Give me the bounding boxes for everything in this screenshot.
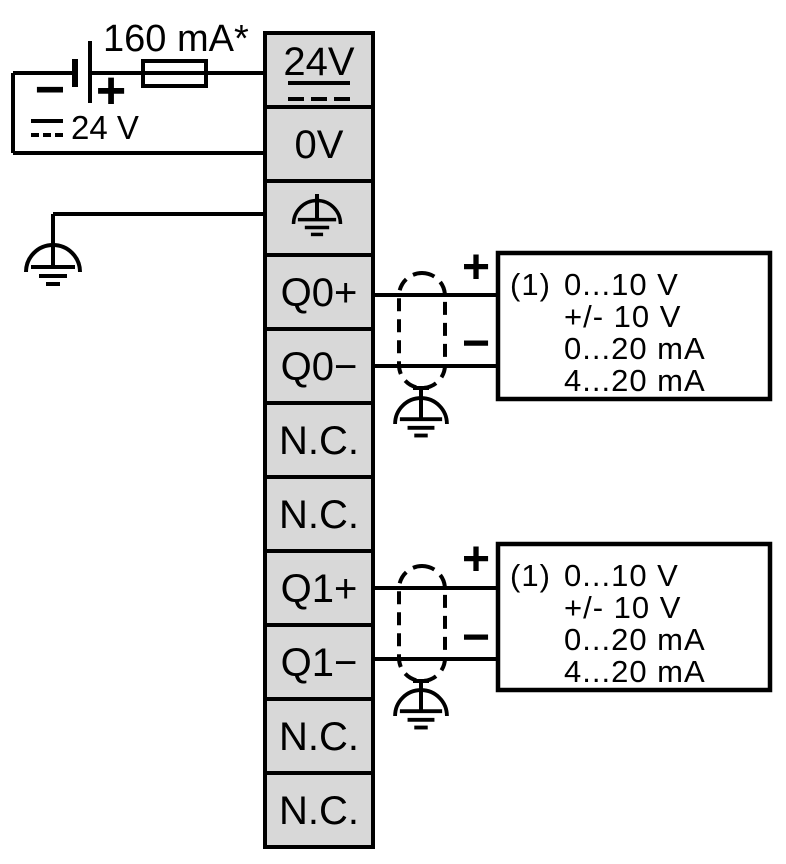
terminal-q0-plus [263, 253, 375, 331]
terminal-label-nc-1: N.C. [279, 419, 359, 463]
terminal-label-q0-minus: Q0− [281, 345, 358, 389]
terminal-0v [263, 105, 375, 183]
q1-note-ref: (1) [510, 558, 551, 593]
terminal-nc-1 [263, 401, 375, 479]
battery-plus-label: + [96, 62, 126, 120]
q0-range-box [495, 250, 773, 402]
terminal-label-q0-plus: Q0+ [281, 271, 358, 315]
terminal-nc-4 [263, 771, 375, 849]
cable-shield-icon [397, 564, 447, 683]
terminal-label-q1-plus: Q1+ [281, 567, 358, 611]
earth-ground-icon [291, 194, 343, 237]
terminal-label-nc-3: N.C. [279, 715, 359, 759]
q0-minus-label: − [462, 317, 490, 370]
q0-range-line: 0...20 mA [564, 331, 706, 366]
terminal-block: 24V 0V Q0+ Q0− N.C. N.C. Q1+ Q1− N.C. N.… [263, 31, 375, 849]
q1-range-line: 4...20 mA [564, 654, 706, 689]
q1-range-line: +/- 10 V [564, 590, 681, 625]
terminal-24v [263, 31, 375, 109]
q1-range-line: 0...10 V [564, 558, 679, 593]
q0-plus-label: + [462, 241, 490, 294]
q1-plus-label: + [462, 533, 490, 586]
terminal-q0-minus [263, 327, 375, 405]
terminal-label-nc-4: N.C. [279, 789, 359, 833]
output-channel-q1: + − (1) 0...10 V +/- 10 V 0...20 mA 4...… [373, 533, 773, 730]
fuse-icon [141, 59, 208, 88]
terminal-label-q1-minus: Q1− [281, 641, 358, 685]
q1-range-box [495, 541, 773, 693]
terminal-q1-minus [263, 623, 375, 701]
earth-ground-icon [393, 386, 449, 438]
earth-ground-icon [393, 679, 449, 730]
battery-minus-label: − [35, 61, 65, 119]
terminal-nc-2 [263, 475, 375, 553]
q0-note-ref: (1) [510, 267, 551, 302]
q0-range-line: 0...10 V [564, 267, 679, 302]
terminal-label-0v: 0V [295, 123, 344, 167]
q1-minus-label: − [462, 611, 490, 664]
dc-symbol-icon [31, 119, 63, 137]
q0-range-line: +/- 10 V [564, 299, 681, 334]
cable-shield-icon [397, 271, 447, 390]
output-channel-q0: + − (1) 0...10 V +/- 10 V 0...20 mA 4...… [373, 241, 773, 438]
battery-icon [72, 41, 92, 103]
q0-range-line: 4...20 mA [564, 363, 706, 398]
dc-symbol-icon [288, 81, 350, 101]
power-supply-circuit: 160 mA* − + 24 V [11, 18, 265, 286]
supply-voltage-label: 24 V [71, 109, 139, 146]
terminal-label-24v: 24V [283, 40, 354, 84]
terminal-label-nc-2: N.C. [279, 493, 359, 537]
fuse-rating-label: 160 mA* [103, 18, 249, 60]
q1-range-line: 0...20 mA [564, 622, 706, 657]
